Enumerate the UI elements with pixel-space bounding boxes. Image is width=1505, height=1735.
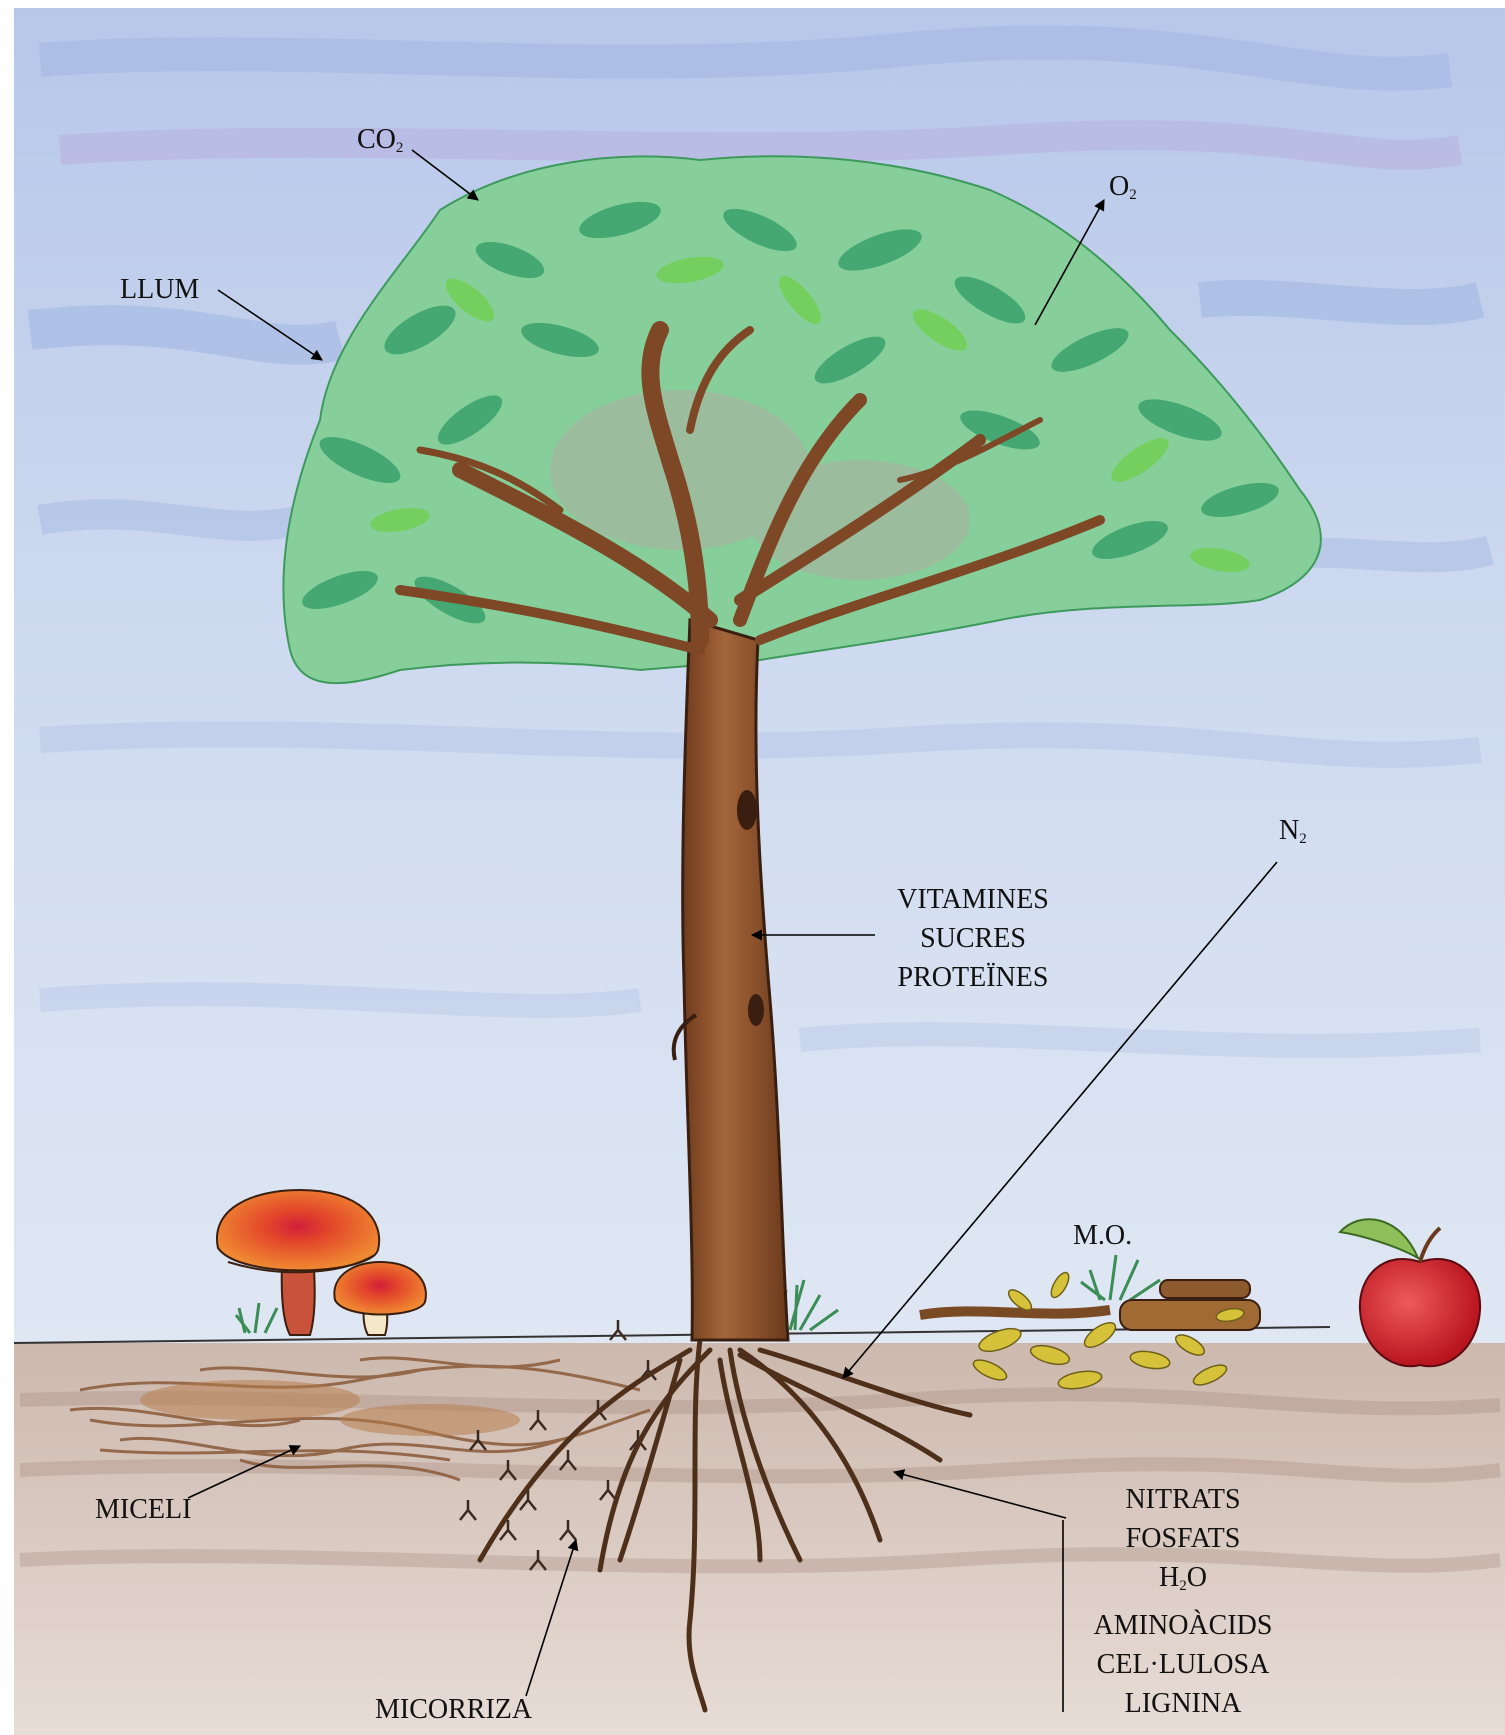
llum-label: LLUM: [120, 276, 199, 304]
n2-base: N: [1279, 815, 1299, 846]
soil-compound-aminoacids: AMINOÀCIDS: [1073, 1606, 1293, 1645]
trunk-compound-proteines: PROTEÏNES: [873, 958, 1073, 997]
soil-compound-lignina: LIGNINA: [1073, 1684, 1293, 1723]
mo-label: M.O.: [1073, 1222, 1132, 1250]
trunk-compound-sucres: SUCRES: [873, 919, 1073, 958]
soil-compound-h2o: H2O: [1073, 1558, 1293, 1606]
soil-compound-cellulosa: CEL·LULOSA: [1073, 1645, 1293, 1684]
soil-compounds-list: NITRATS FOSFATS H2O AMINOÀCIDS CEL·LULOS…: [1073, 1480, 1293, 1723]
soil-compound-fosfats: FOSFATS: [1073, 1519, 1293, 1558]
co2-base: CO: [357, 124, 396, 155]
o2-label: O2: [1109, 173, 1137, 203]
trunk-compound-vitamines: VITAMINES: [873, 880, 1073, 919]
micorriza-label: MICORRIZA: [375, 1696, 532, 1724]
n2-subscript: 2: [1299, 831, 1307, 847]
n2-label: N2: [1279, 817, 1307, 847]
soil-compound-nitrats: NITRATS: [1073, 1480, 1293, 1519]
o2-base: O: [1109, 171, 1129, 202]
trunk-compounds-list: VITAMINES SUCRES PROTEÏNES: [873, 880, 1073, 997]
co2-label: CO2: [357, 126, 403, 156]
co2-subscript: 2: [396, 140, 404, 156]
o2-subscript: 2: [1129, 187, 1137, 203]
miceli-label: MICELI: [95, 1496, 191, 1524]
